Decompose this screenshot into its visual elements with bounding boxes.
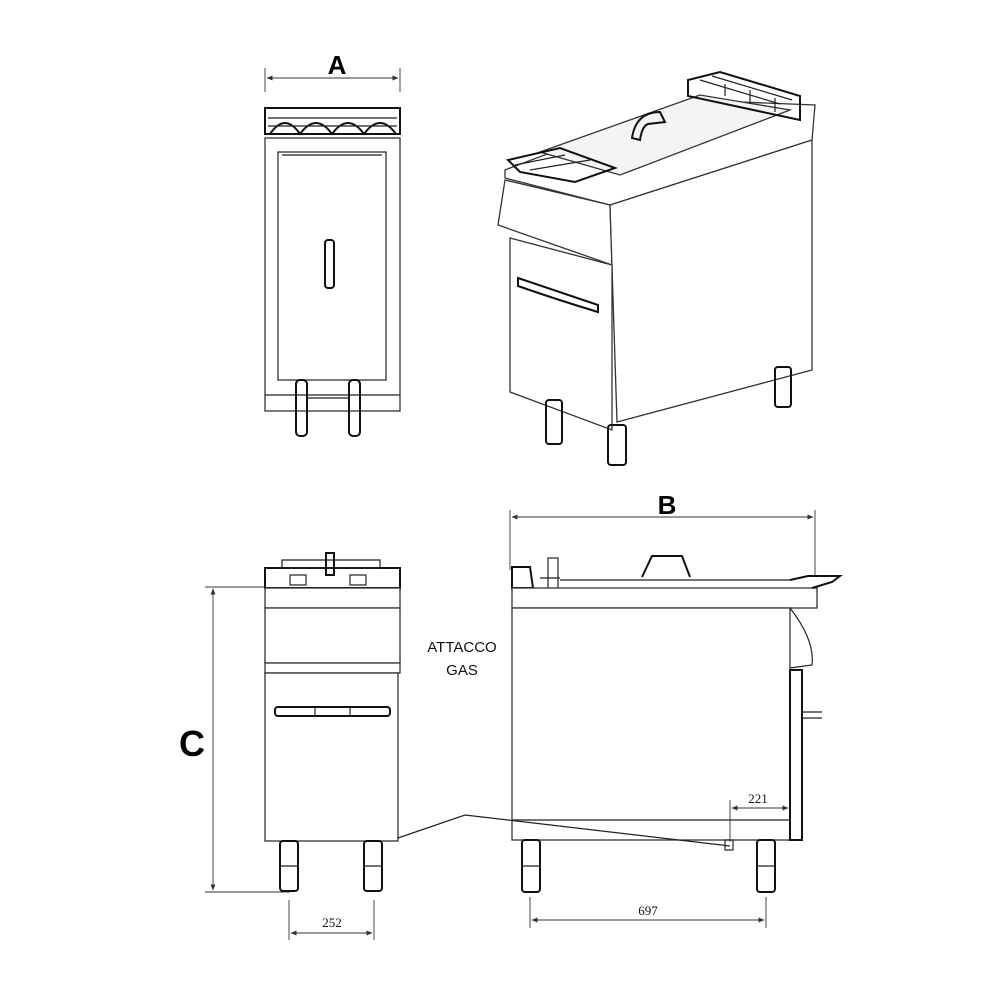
dimension-a: A [264, 50, 401, 92]
top-view: A [264, 50, 401, 437]
dimension-697-label: 697 [638, 903, 658, 918]
isometric-view [497, 70, 816, 466]
dimension-c: C [179, 586, 290, 893]
dimension-252: 252 [288, 900, 375, 940]
side-view: B 697 [397, 490, 843, 928]
dimension-c-label: C [179, 723, 205, 764]
gas-label-line1: ATTACCO [427, 639, 496, 656]
dimension-b-label: B [658, 490, 677, 520]
dimension-221-label: 221 [748, 791, 768, 806]
gas-label-line2: GAS [446, 662, 478, 679]
dimension-b: B [509, 490, 816, 575]
front-view: C 252 [179, 552, 401, 940]
gas-connection-label: ATTACCO GAS [427, 639, 496, 679]
dimension-221: 221 [729, 791, 789, 842]
dimension-697: 697 [529, 897, 767, 928]
dimension-252-label: 252 [322, 915, 342, 930]
dimension-a-label: A [328, 50, 347, 80]
